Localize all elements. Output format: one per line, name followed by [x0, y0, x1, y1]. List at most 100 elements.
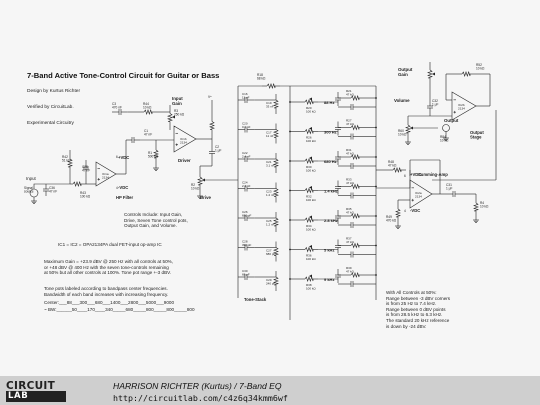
circuit-url[interactable]: http://circuitlab.com/c4z6q34kmm6wf	[113, 393, 288, 403]
output-label: Output	[444, 118, 459, 123]
junction-dot	[289, 219, 291, 221]
band-freq-label-5: 5 kHz	[324, 248, 334, 253]
band-pot-wiper-6	[309, 274, 312, 278]
hp-filter-label: HP Filter	[116, 195, 134, 200]
u1a-opamp	[95, 161, 117, 187]
driver-label: Driver	[178, 158, 191, 163]
junction-dot	[375, 97, 377, 99]
r49-resistor	[395, 208, 401, 218]
r48-resistor	[392, 167, 402, 173]
band-freq-label-1: 300 Hz	[324, 130, 337, 135]
author-line: HARRISON RICHTER (Kurtus) / 7-Band EQ	[113, 381, 282, 391]
band-out-resistor-4	[350, 213, 360, 219]
junction-dot	[375, 274, 377, 276]
junction-dot	[289, 160, 291, 162]
part-label: +VDC	[410, 172, 421, 177]
schematic-title: 7-Band Active Tone-Control Circuit for G…	[27, 71, 220, 80]
junction-dot	[289, 278, 291, 280]
drive-label: Drive	[200, 195, 212, 200]
band-resistor-4	[273, 217, 279, 227]
band-resistor-6	[273, 276, 279, 286]
band-pot-2	[304, 158, 314, 164]
signal-source-symbol	[29, 188, 39, 198]
bands-note: Tone pots labeled according to bandpass …	[44, 286, 169, 297]
u1b-opamp	[173, 125, 197, 153]
tone-stack-label: Tone-Stack	[244, 297, 267, 302]
output-jack-symbol	[442, 124, 450, 132]
circuitlab-logo[interactable]: CIRCUIT LAB	[6, 380, 66, 402]
band-out-resistor-1	[350, 124, 360, 131]
band-pot-3	[304, 187, 314, 194]
input-gain-wiper	[172, 115, 175, 119]
band-resistor-5	[273, 247, 279, 256]
r4-resistor	[473, 202, 479, 212]
band-pot-wiper-2	[309, 156, 312, 160]
band-pot-wiper-3	[309, 186, 312, 189]
design-credit: Design by Kurtus Richter	[27, 89, 81, 94]
band-pot-6	[304, 276, 314, 282]
output-gain-pot	[427, 69, 433, 79]
drive-pot	[197, 176, 203, 186]
junction-dot	[289, 130, 291, 133]
category-label: Experimental Circuitry	[27, 121, 74, 126]
junction-dot	[375, 215, 377, 217]
band-pot-wiper-5	[309, 245, 312, 248]
band-resistor-3	[273, 188, 279, 197]
part-label: 6	[116, 155, 118, 159]
junction-dot	[289, 189, 291, 192]
opamp-note: IC1 = IC2 = OPA2134PA dual FET-input op-…	[58, 242, 162, 247]
u2b-opamp	[451, 91, 477, 121]
logo-bottom-text: LAB	[6, 391, 66, 402]
band-freq-label-2: 680 Hz	[324, 159, 337, 164]
controls-note: Controls Include: Input Gain, Drive, Sev…	[124, 212, 188, 229]
band-freq-label-6: 9 kHz	[324, 277, 334, 282]
junction-dot	[375, 185, 377, 188]
band-freq-label-4: 2.8 kHz	[324, 218, 338, 223]
vcc-pos-label: +VDC	[118, 155, 129, 160]
band-pot-0	[304, 99, 314, 105]
band-out-resistor-6	[350, 272, 360, 278]
band-resistor-2	[273, 158, 279, 168]
center-freq-row: Center:___88___300___680___1400___2800__…	[44, 300, 175, 305]
r18-resistor	[266, 83, 276, 89]
band-freq-label-0: 88 Hz	[324, 100, 334, 105]
range-note: With All Controls at 50%: Range between …	[386, 290, 451, 329]
footer-bar	[0, 376, 540, 405]
junction-dot	[289, 248, 291, 251]
drive-pot-wiper	[202, 178, 205, 182]
band-out-resistor-0	[350, 95, 360, 101]
